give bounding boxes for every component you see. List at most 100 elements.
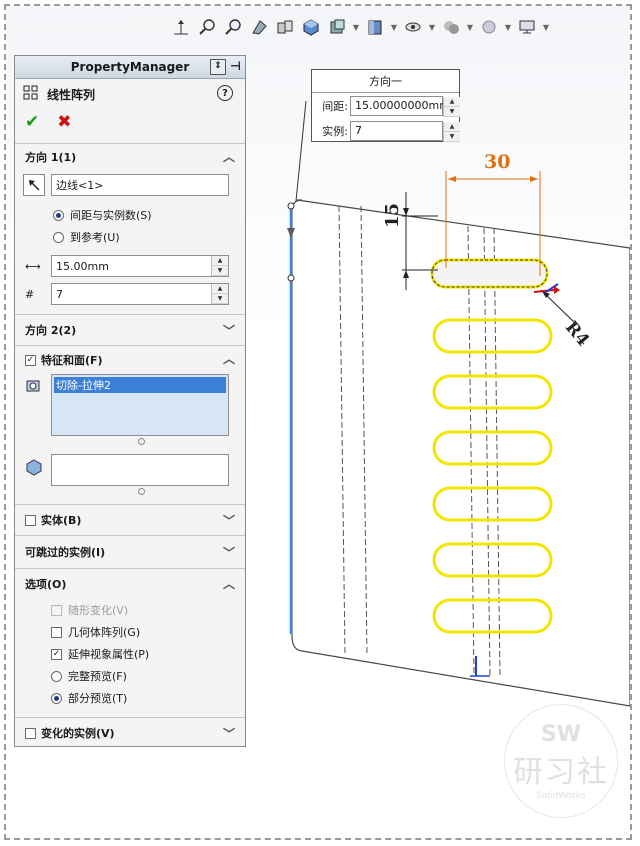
full-preview-label: 完整预览(F) [68, 670, 127, 683]
edge-handle-top [287, 202, 295, 210]
appearance-icon[interactable] [440, 16, 462, 38]
vary-sketch-checkbox[interactable] [51, 604, 62, 616]
resize-grip-icon[interactable] [138, 438, 145, 445]
option-full-preview[interactable]: 完整预览(F) [15, 665, 245, 687]
watermark-seal: SW 研习社 SolidWorks [504, 704, 618, 818]
instances-spinner[interactable]: ▲▼ [211, 284, 228, 304]
cancel-x-icon[interactable]: ✖ [57, 112, 72, 132]
view-orientation-icon[interactable] [300, 16, 322, 38]
chevron-down-icon[interactable]: ▼ [504, 22, 512, 32]
expand-panel-icon[interactable]: ⇕ [210, 59, 227, 75]
feature-header: 线性阵列 ? [15, 79, 245, 109]
hide-show-items-icon[interactable] [364, 16, 386, 38]
seed-slot [430, 258, 549, 289]
option-propagate-visual[interactable]: ✓ 延伸视象属性(P) [15, 643, 245, 665]
part-face [291, 199, 630, 707]
skip-instances-header-label: 可跳过的实例(I) [25, 546, 106, 559]
vary-sketch-label: 随形变化(V) [68, 604, 129, 617]
direction1-edge-row: 边线<1> [15, 170, 245, 198]
full-preview-radio[interactable] [51, 670, 62, 682]
propagate-visual-label: 延伸视象属性(P) [68, 648, 150, 661]
screenshot-frame [4, 4, 632, 840]
spacing-icon: ⟷ [25, 259, 41, 273]
partial-preview-radio[interactable] [51, 692, 62, 704]
section-view-icon[interactable] [248, 16, 270, 38]
direction1-section-header[interactable]: 方向 1(1) ︿ [15, 143, 245, 170]
chevron-up-icon[interactable]: ︿ [222, 352, 235, 366]
geometry-pattern-checkbox[interactable] [51, 626, 62, 638]
skip-instances-section-header[interactable]: 可跳过的实例(I) ﹀ [15, 535, 245, 568]
coordinate-triad-top [533, 283, 560, 294]
callout-instances-spinner[interactable]: ▲▼ [443, 121, 460, 142]
callout-spacing-input[interactable]: 15.00000000mm ▲▼ [350, 95, 460, 117]
dimension-width-label[interactable]: 30 [484, 151, 511, 173]
previous-view-icon[interactable] [222, 16, 244, 38]
zoom-to-fit-icon[interactable] [170, 16, 192, 38]
chevron-down-icon[interactable]: ▼ [390, 22, 398, 32]
resize-grip-icon[interactable] [138, 488, 145, 495]
faces-icon [25, 458, 45, 479]
view-eye-icon[interactable] [402, 16, 424, 38]
ok-check-icon[interactable]: ✔ [25, 112, 40, 132]
chevron-up-icon[interactable]: ︿ [222, 150, 235, 164]
radio-spacing-instances[interactable] [53, 209, 64, 221]
option-to-reference[interactable]: 到参考(U) [15, 226, 245, 248]
option-geometry-pattern[interactable]: 几何体阵列(G) [15, 621, 245, 643]
chevron-up-icon[interactable]: ︿ [222, 577, 235, 591]
help-icon[interactable]: ? [217, 85, 233, 101]
spacing-spinner[interactable]: ▲▼ [211, 256, 228, 276]
faces-list-row [15, 454, 245, 495]
direction2-section-header[interactable]: 方向 2(2) ﹀ [15, 314, 245, 345]
reverse-direction-icon[interactable] [23, 174, 45, 196]
pattern-slot-5 [432, 542, 553, 578]
chevron-down-icon[interactable]: ▼ [542, 22, 550, 32]
chevron-down-icon[interactable]: ▼ [428, 22, 436, 32]
instances-icon: # [25, 287, 35, 301]
faces-listbox[interactable] [51, 454, 229, 486]
varied-instances-section-header[interactable]: 变化的实例(V) ﹀ [15, 717, 245, 748]
chevron-down-icon[interactable]: ﹀ [222, 546, 235, 560]
chevron-down-icon[interactable]: ﹀ [222, 727, 235, 741]
propagate-visual-checkbox[interactable]: ✓ [51, 648, 62, 660]
view-settings-icon[interactable] [516, 16, 538, 38]
direction1-edge-input[interactable]: 边线<1> [51, 174, 229, 196]
chevron-down-icon[interactable]: ▼ [466, 22, 474, 32]
model-canvas[interactable] [6, 6, 630, 838]
radio-to-reference[interactable] [53, 231, 64, 243]
direction-callout: 方向一 间距: 15.00000000mm ▲▼ 实例: 7 ▲▼ [311, 69, 460, 142]
chevron-down-icon[interactable]: ▼ [352, 22, 360, 32]
bodies-section-header[interactable]: 实体(B) ﹀ [15, 504, 245, 535]
coordinate-triad-bottom [470, 656, 490, 677]
options-section-header[interactable]: 选项(O) ︿ [15, 568, 245, 599]
dynamic-annotation-icon[interactable] [274, 16, 296, 38]
spacing-input[interactable]: 15.00mm ▲▼ [51, 255, 229, 277]
pattern-slot-1 [432, 318, 553, 354]
dimension-height [402, 192, 438, 290]
callout-instances-row: 实例: 7 ▲▼ [312, 118, 460, 143]
option-spacing-instances[interactable]: 间距与实例数(S) [15, 204, 245, 226]
chevron-down-icon[interactable]: ﹀ [222, 324, 235, 338]
features-faces-icon [25, 376, 45, 397]
features-listbox[interactable]: 切除-拉伸2 [51, 374, 229, 436]
option-vary-sketch[interactable]: 随形变化(V) [15, 599, 245, 621]
dimension-width [445, 171, 541, 276]
features-faces-checkbox[interactable]: ✓ [25, 354, 36, 366]
partial-preview-label: 部分预览(T) [68, 692, 128, 705]
pin-icon[interactable]: ⊣ [230, 59, 241, 73]
zoom-area-icon[interactable] [196, 16, 218, 38]
bodies-checkbox[interactable] [25, 514, 36, 526]
features-faces-header-label: 特征和面(F) [41, 354, 103, 367]
dimension-height-label[interactable]: 15 [382, 202, 403, 228]
scene-icon[interactable] [478, 16, 500, 38]
display-style-icon[interactable] [326, 16, 348, 38]
callout-instances-input[interactable]: 7 ▲▼ [350, 120, 460, 142]
callout-spacing-spinner[interactable]: ▲▼ [443, 96, 460, 117]
varied-instances-checkbox[interactable] [25, 727, 36, 739]
option-partial-preview[interactable]: 部分预览(T) [15, 687, 245, 709]
features-list-item[interactable]: 切除-拉伸2 [54, 377, 226, 393]
heads-up-view-toolbar: ▼ ▼ ▼ ▼ ▼ ▼ [170, 14, 550, 40]
pattern-slot-6 [432, 598, 553, 634]
features-faces-section-header[interactable]: ✓ 特征和面(F) ︿ [15, 345, 245, 374]
instances-input[interactable]: 7 ▲▼ [51, 283, 229, 305]
chevron-down-icon[interactable]: ﹀ [222, 514, 235, 528]
